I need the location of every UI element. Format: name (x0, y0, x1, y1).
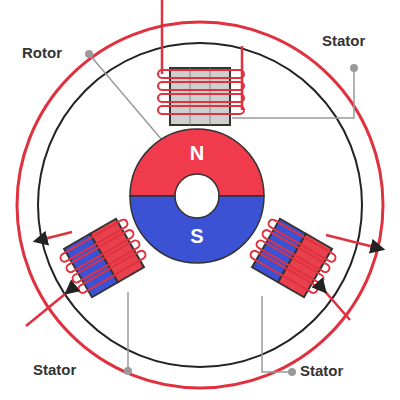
stator-lead (326, 235, 378, 248)
part-label: Stator (322, 33, 365, 50)
part-label: Stator (300, 363, 343, 380)
coil-turn (71, 239, 141, 284)
leader-dot (288, 368, 296, 376)
leader-line (232, 68, 354, 118)
leader-dot (350, 64, 358, 72)
lamination-line (210, 68, 211, 125)
lamination-line (190, 68, 191, 125)
coil-turn (77, 249, 147, 294)
stator-right (245, 215, 339, 301)
leader-dot (124, 367, 132, 375)
coil-winding (249, 218, 337, 294)
rotor-half (130, 196, 264, 263)
wire-ring (17, 22, 383, 388)
coil-turn (59, 218, 129, 263)
stator-lead (161, 0, 164, 74)
stator-lead (322, 288, 350, 320)
coil-turn (158, 70, 244, 78)
coil-turn (158, 106, 244, 114)
motor-housing (38, 43, 362, 367)
coil-turn (267, 218, 337, 263)
leader-line (262, 296, 292, 372)
coil-winding (59, 218, 147, 294)
coil-turn (261, 229, 331, 274)
stator-left (57, 215, 151, 301)
stator-lead (26, 290, 70, 326)
part-label: Stator (33, 362, 76, 379)
leader-dot (85, 50, 93, 58)
coil-turn (65, 229, 135, 274)
stator-pole (170, 68, 230, 125)
coil-turn (249, 249, 319, 294)
leader-line (89, 54, 162, 140)
rotor-half (130, 129, 264, 196)
stator-top (158, 0, 244, 125)
coil-turn (158, 94, 244, 102)
rotor-north-pole: N (130, 129, 264, 196)
leader-line (127, 292, 129, 371)
pole-letter: S (190, 226, 203, 246)
coil-winding (158, 70, 244, 114)
rotor-south-pole: S (130, 196, 264, 263)
coil-turn (255, 239, 325, 284)
part-label: Rotor (22, 45, 62, 62)
coil-turn (158, 82, 244, 90)
stator-lead (40, 232, 72, 240)
pole-letter: N (190, 143, 204, 163)
